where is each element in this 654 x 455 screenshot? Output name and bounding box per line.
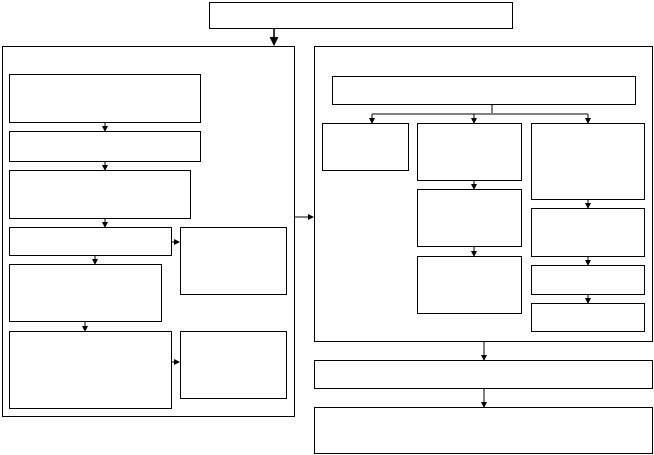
right-header-node [332,76,636,105]
left-step-1-node [9,74,201,123]
bottom-1-node [314,360,653,389]
left-step-2-node [9,131,201,162]
right-col-c-1-node [531,123,645,200]
left-panel [2,46,295,417]
bottom-2-node [314,407,653,454]
left-side-2-node [180,331,287,399]
right-col-c-4-node [531,303,645,332]
left-step-6-node [9,331,172,409]
top-node [209,2,513,29]
right-col-b-3-node [417,256,522,314]
right-col-b-1-node [417,123,522,181]
right-col-c-2-node [531,208,645,257]
left-side-1-node [180,227,287,295]
left-step-4-node [9,227,172,256]
left-step-3-node [9,170,191,219]
left-step-5-node [9,264,162,322]
right-col-a-1-node [322,123,409,171]
right-panel [314,46,653,342]
right-col-b-2-node [417,189,522,247]
right-col-c-3-node [531,265,645,295]
